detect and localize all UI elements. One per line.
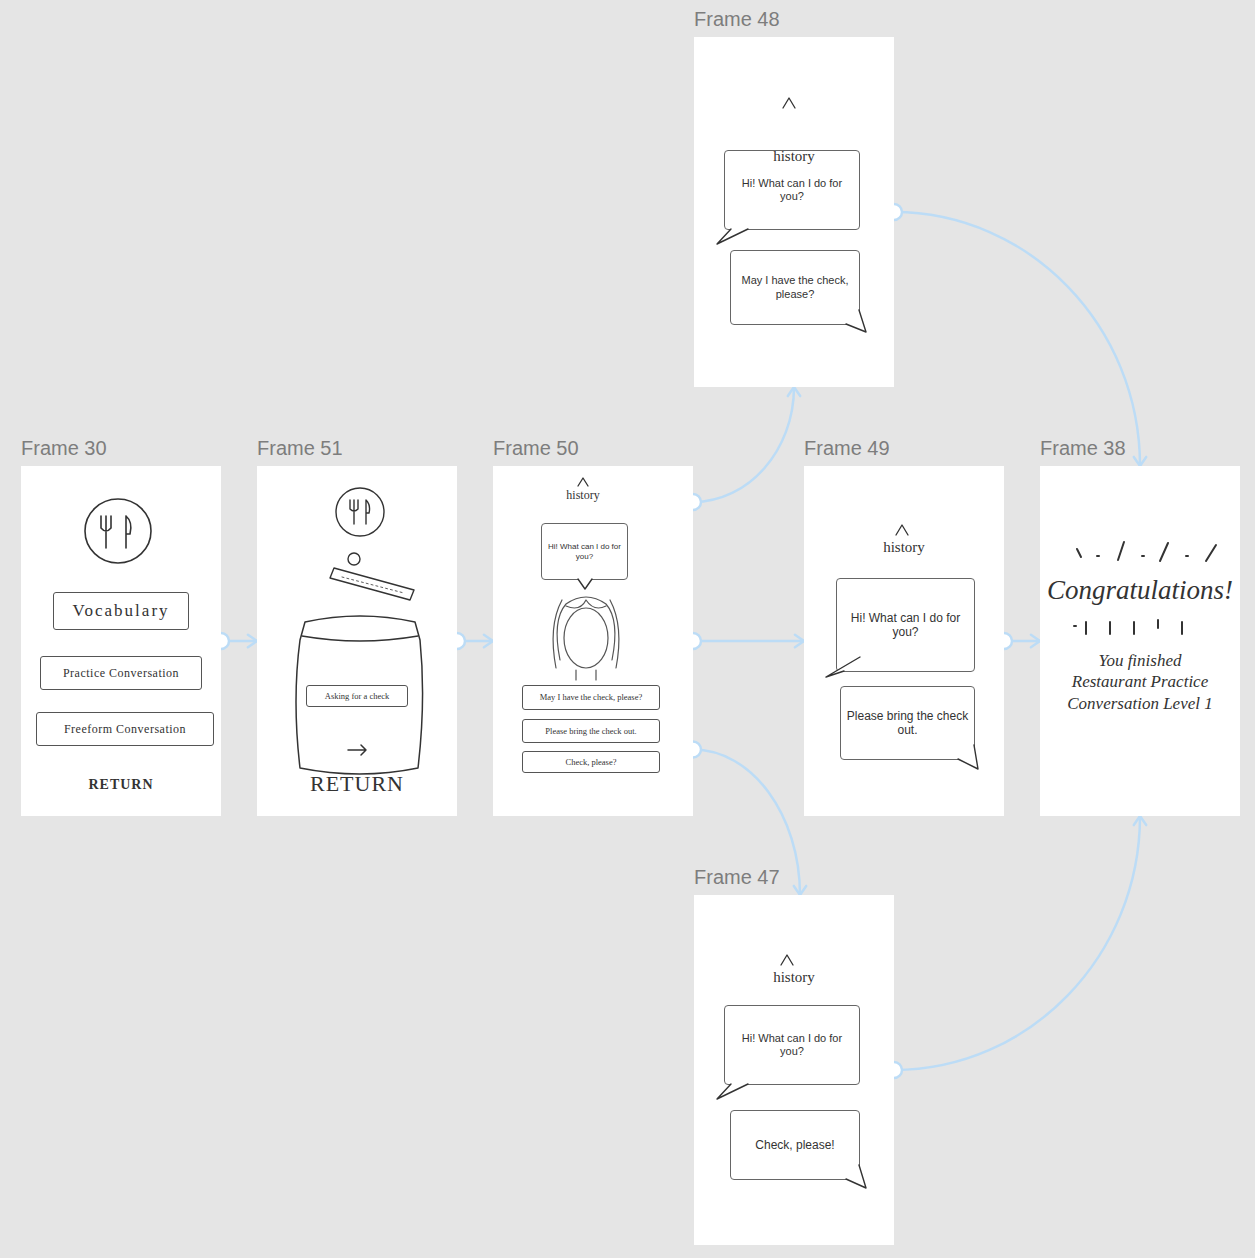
button-label: Please bring the check out. (545, 726, 636, 736)
speech-bubble: Please bring the check out. (840, 686, 975, 760)
option-button: Asking for a check (306, 685, 408, 707)
button-label: Asking for a check (325, 691, 389, 701)
bubble-text: Hi! What can I do for you? (841, 611, 970, 640)
speech-bubble: Hi! What can I do for you? (541, 523, 628, 580)
connector-line (894, 816, 1140, 1070)
arrowhead (794, 886, 806, 895)
screen-text: RETURN (21, 776, 221, 794)
celebration-strokes (1074, 542, 1216, 634)
frame-title: Frame 30 (21, 437, 107, 460)
bubble-text: Hi! What can I do for you? (546, 542, 623, 561)
wireframe-screen: Frame 50historyHi! What can I do for you… (493, 466, 693, 816)
screen-text: RETURN (257, 770, 457, 798)
frame-title: Frame 48 (694, 8, 780, 31)
connector-line (894, 212, 1140, 466)
frame-title: Frame 38 (1040, 437, 1126, 460)
restaurant-icon (336, 488, 384, 536)
prototype-connector (685, 387, 800, 510)
button-label: May I have the check, please? (540, 692, 642, 702)
button-label: Vocabulary (72, 601, 169, 621)
frame-title: Frame 47 (694, 866, 780, 889)
prototype-connector (886, 816, 1146, 1078)
speech-bubble: Check, please! (730, 1110, 860, 1180)
caret-icon (578, 98, 908, 965)
speech-bubble: Hi! What can I do for you? (724, 1005, 860, 1085)
button-label: Practice Conversation (63, 666, 179, 680)
arrowhead (1031, 635, 1040, 647)
bubble-text: Check, please! (755, 1138, 834, 1152)
connector-line (693, 387, 794, 502)
jar-lid (330, 553, 414, 600)
face-sketch (553, 597, 619, 680)
bubble-text: May I have the check, please? (735, 274, 855, 300)
connector-line (693, 640, 804, 643)
option-button: Please bring the check out. (522, 719, 660, 743)
screen-text: You finished Restaurant Practice Convers… (1065, 650, 1215, 714)
prototype-connector (886, 204, 1146, 466)
speech-bubble: Hi! What can I do for you? (836, 578, 975, 672)
frame-title: Frame 50 (493, 437, 579, 460)
option-button: Freeform Conversation (36, 712, 214, 746)
bubble-text: Please bring the check out. (845, 709, 970, 738)
speech-bubble: May I have the check, please? (730, 250, 860, 325)
bubble-text: Hi! What can I do for you? (729, 177, 855, 203)
wireframe-screen: Frame 51RETURNAsking for a check (257, 466, 457, 816)
wireframe-screen: Frame 30RETURNVocabularyPractice Convers… (21, 466, 221, 816)
jar-outline (296, 616, 423, 774)
option-button: May I have the check, please? (522, 685, 660, 710)
wireframe-screen: Frame 48historyHi! What can I do for you… (694, 37, 894, 387)
option-button: Vocabulary (53, 592, 189, 630)
prototype-connector (685, 742, 806, 896)
bubble-text: Hi! What can I do for you? (729, 1032, 855, 1058)
arrowhead (788, 387, 800, 396)
screen-text: Congratulations! (1040, 574, 1240, 608)
screen-text: history (493, 488, 673, 503)
wireframe-screen: Frame 49historyHi! What can I do for you… (804, 466, 1004, 816)
option-button: Check, please? (522, 751, 660, 773)
screen-text: history (694, 147, 894, 166)
arrowhead (248, 635, 257, 647)
screen-text: history (804, 538, 1004, 557)
prototype-connector (685, 633, 804, 649)
arrowhead (1134, 457, 1146, 466)
wireframe-screen: Frame 47historyHi! What can I do for you… (694, 895, 894, 1245)
connector-line (693, 750, 800, 896)
arrowhead (484, 635, 493, 647)
button-label: Check, please? (566, 757, 617, 767)
wireframe-screen: Frame 38Congratulations!You finished Res… (1040, 466, 1240, 816)
option-button: Practice Conversation (40, 656, 202, 690)
frame-title: Frame 49 (804, 437, 890, 460)
button-label: Freeform Conversation (64, 722, 186, 736)
frame-title: Frame 51 (257, 437, 343, 460)
screen-text: history (694, 968, 894, 987)
arrowhead (1134, 816, 1146, 825)
bubble-tail (578, 229, 978, 1188)
arrowhead (795, 635, 804, 647)
restaurant-icon (85, 499, 151, 563)
